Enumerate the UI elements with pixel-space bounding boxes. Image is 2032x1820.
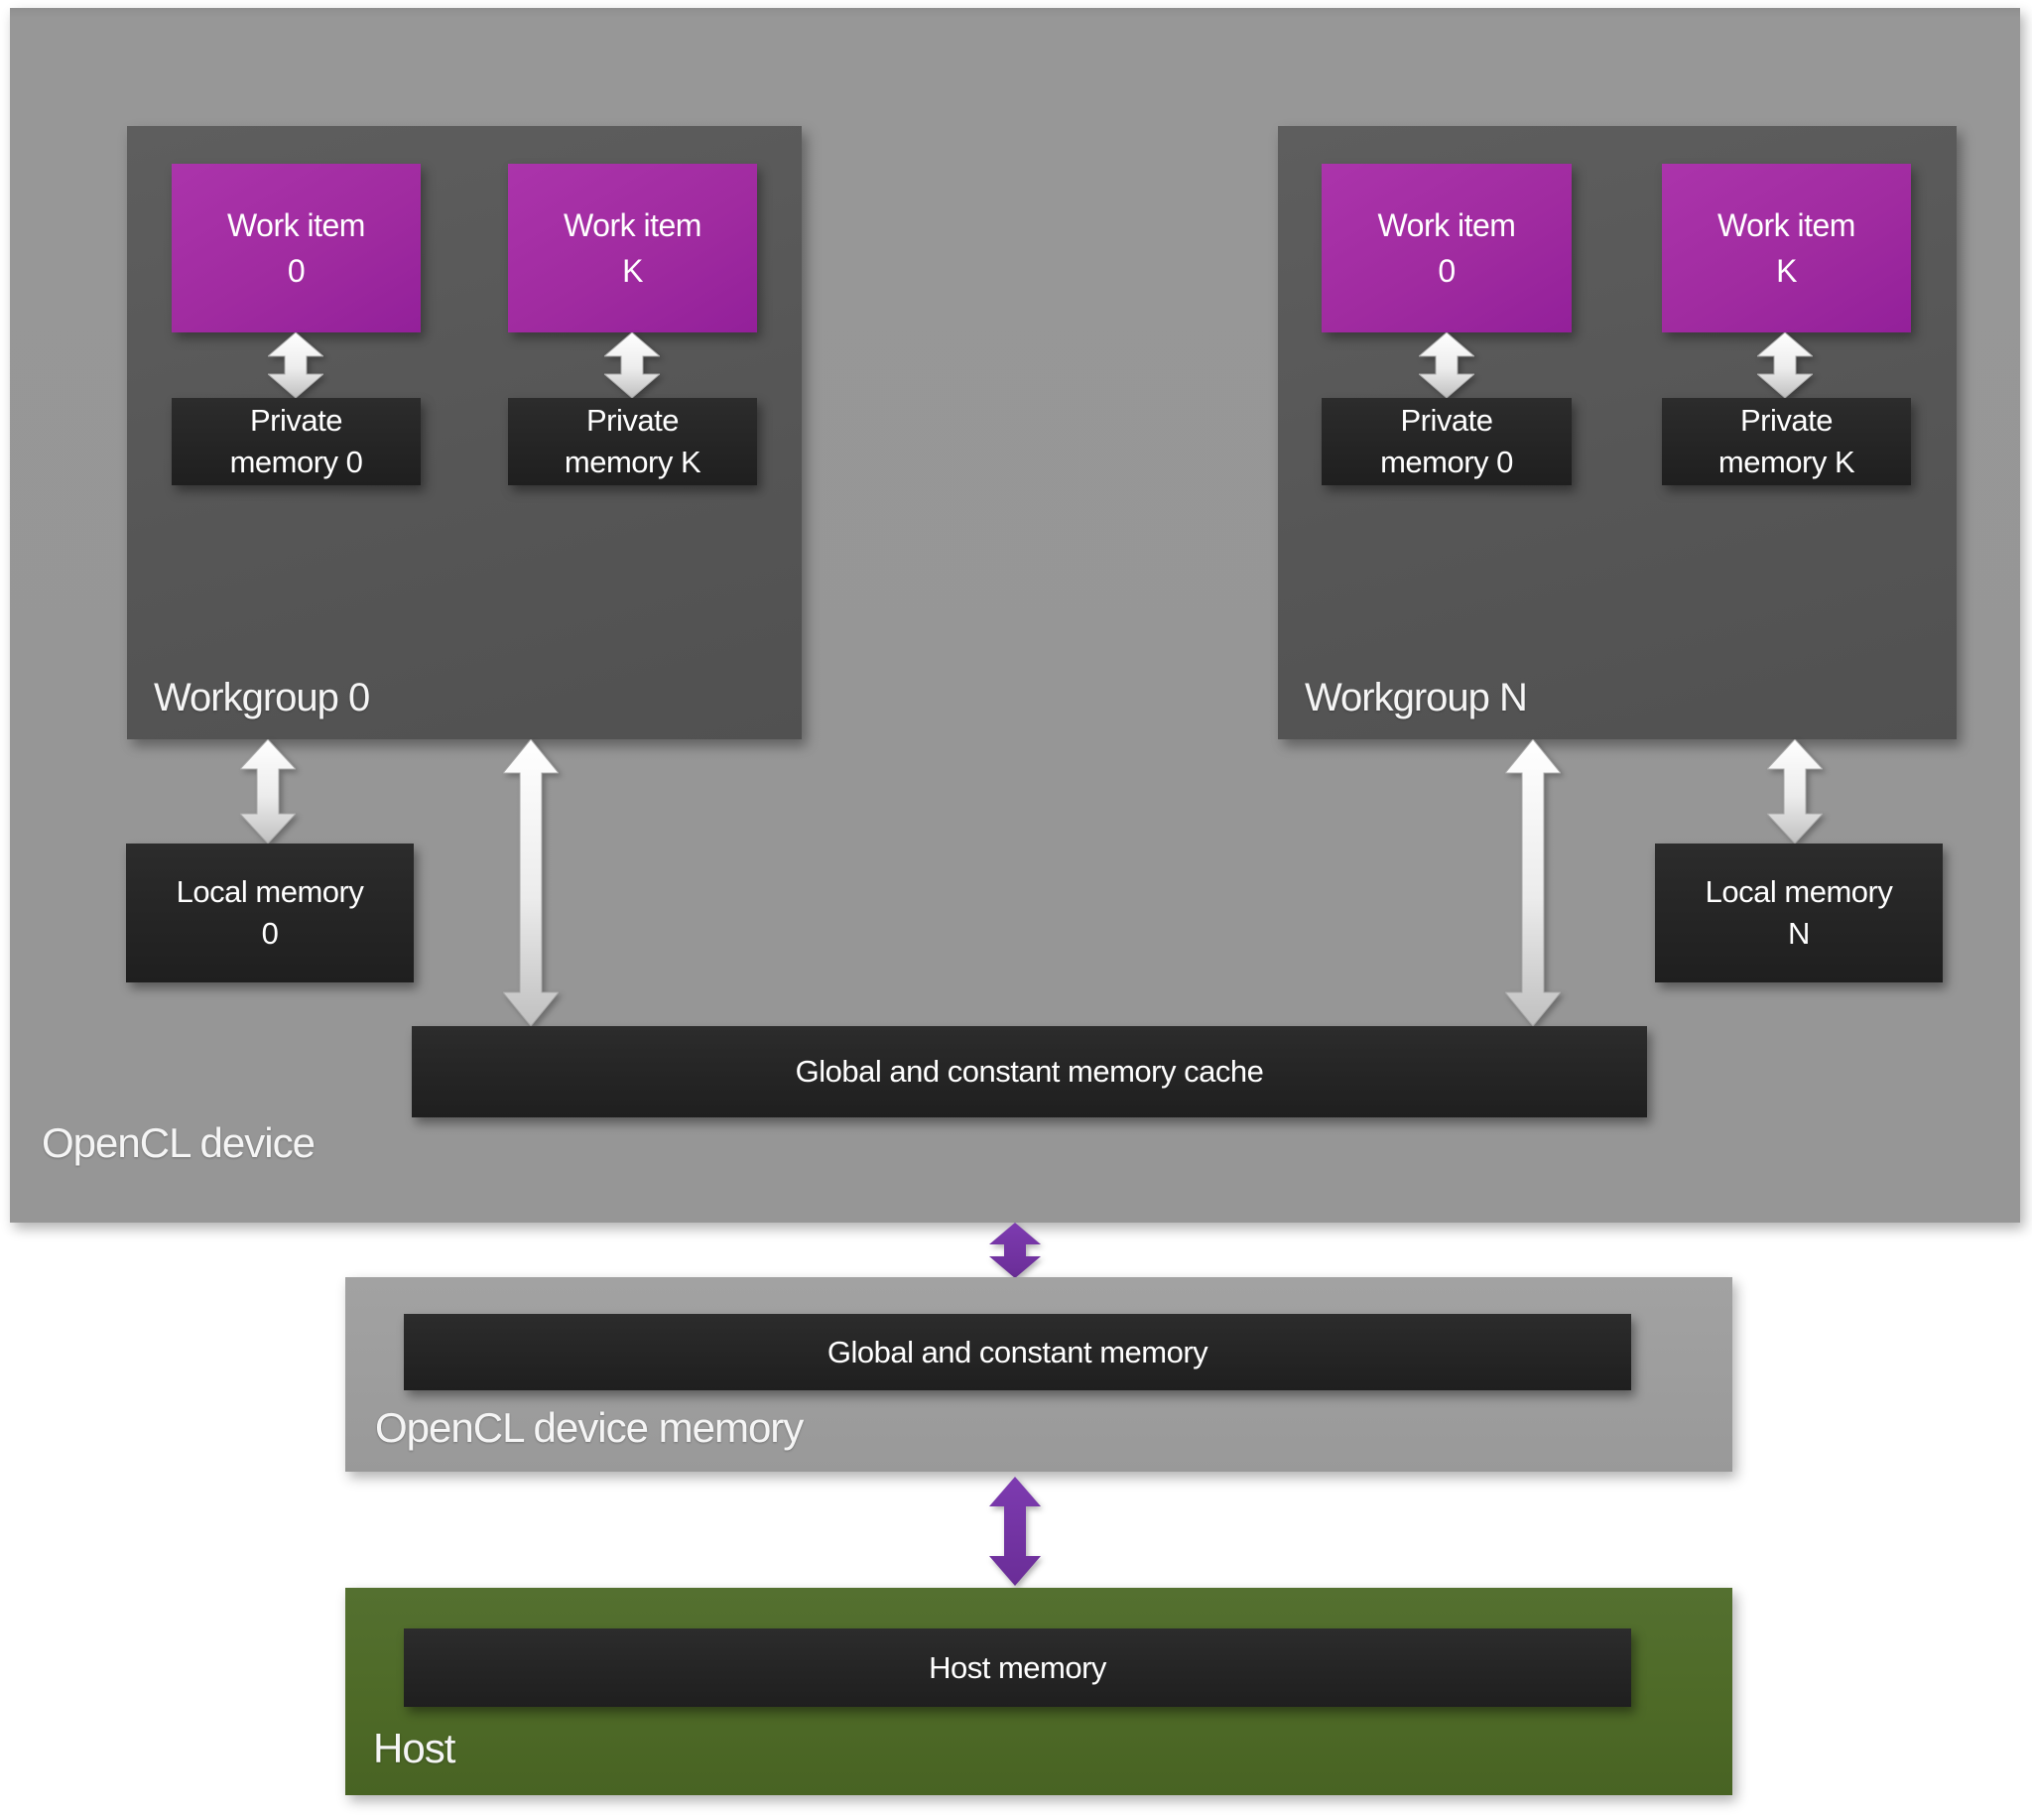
- workgroup-n-private-memory-k-line2: memory K: [1717, 445, 1855, 479]
- work-item-k-label-line1: Work item: [564, 207, 701, 243]
- local-memory-n-box: Local memory N: [1655, 844, 1943, 982]
- arrow-workitemk-privatek: [604, 332, 660, 398]
- private-memory-0-box: Private memory 0: [172, 398, 421, 485]
- global-constant-memory-cache-bar: Global and constant memory cache: [412, 1026, 1647, 1117]
- host-memory-bar: Host memory: [404, 1628, 1631, 1707]
- host-memory-label: Host memory: [929, 1649, 1106, 1685]
- workgroup-n-work-item-k-box: Work item K: [1662, 164, 1911, 332]
- opencl-device-memory-label: OpenCL device memory: [375, 1404, 804, 1451]
- workgroup-n-work-item-0-line2: 0: [1438, 253, 1456, 289]
- private-memory-k-box: Private memory K: [508, 398, 757, 485]
- arrow-devicememory-host: [989, 1477, 1041, 1586]
- work-item-k-box: Work item K: [508, 164, 757, 332]
- work-item-k-label-line2: K: [622, 253, 643, 289]
- workgroup-n-work-item-k-line1: Work item: [1717, 207, 1855, 243]
- global-constant-memory-cache-label: Global and constant memory cache: [795, 1054, 1264, 1089]
- workgroup-n-private-memory-0-box: Private memory 0: [1322, 398, 1572, 485]
- workgroup-n-work-item-k-line2: K: [1776, 253, 1797, 289]
- arrow-wgn-workitem0-private0: [1419, 332, 1474, 398]
- local-memory-0-line2: 0: [261, 916, 279, 951]
- arrow-device-devicememory: [989, 1223, 1041, 1278]
- work-item-0-box: Work item 0: [172, 164, 421, 332]
- workgroup-0-label: Workgroup 0: [154, 676, 370, 719]
- workgroup-n-work-item-0-box: Work item 0: [1322, 164, 1572, 332]
- arrow-workgroup0-cache: [503, 739, 559, 1026]
- arrow-workitem0-private0: [268, 332, 323, 398]
- workgroup-n-private-memory-k-line1: Private: [1740, 403, 1833, 438]
- private-memory-k-line1: Private: [586, 403, 679, 438]
- arrow-workgroupn-cache: [1505, 739, 1561, 1026]
- workgroup-n-private-memory-0-line2: memory 0: [1380, 445, 1513, 479]
- workgroup-n-box: Work item 0 Work item K Private memory 0…: [1278, 126, 1957, 739]
- work-item-0-label-line2: 0: [287, 253, 306, 289]
- local-memory-0-box: Local memory 0: [126, 844, 414, 982]
- opencl-device-box: Work item 0 Work item K Private memory 0…: [10, 8, 2020, 1223]
- opencl-device-memory-box: Global and constant memory OpenCL device…: [345, 1277, 1732, 1472]
- local-memory-0-line1: Local memory: [176, 874, 364, 909]
- workgroup-n-work-item-0-line1: Work item: [1377, 207, 1516, 243]
- arrow-workgroupn-localmemoryn: [1767, 739, 1823, 844]
- workgroup-n-private-memory-0-line1: Private: [1400, 403, 1493, 438]
- workgroup-n-private-memory-k-box: Private memory K: [1662, 398, 1911, 485]
- private-memory-k-line2: memory K: [564, 445, 701, 479]
- global-constant-memory-label: Global and constant memory: [826, 1334, 1208, 1369]
- workgroup-n-label: Workgroup N: [1305, 676, 1528, 719]
- arrow-workgroup0-localmemory0: [240, 739, 296, 844]
- arrow-wgn-workitemk-privatek: [1757, 332, 1813, 398]
- global-constant-memory-bar: Global and constant memory: [404, 1314, 1631, 1390]
- opencl-device-label: OpenCL device: [42, 1119, 316, 1166]
- work-item-0-label-line1: Work item: [227, 207, 365, 243]
- private-memory-0-line1: Private: [250, 403, 342, 438]
- host-box: Host memory Host: [345, 1588, 1732, 1795]
- private-memory-0-line2: memory 0: [229, 445, 363, 479]
- workgroup-0-box: Work item 0 Work item K Private memory 0…: [127, 126, 802, 739]
- local-memory-n-line2: N: [1788, 916, 1810, 951]
- host-label: Host: [373, 1725, 455, 1771]
- local-memory-n-line1: Local memory: [1705, 874, 1893, 909]
